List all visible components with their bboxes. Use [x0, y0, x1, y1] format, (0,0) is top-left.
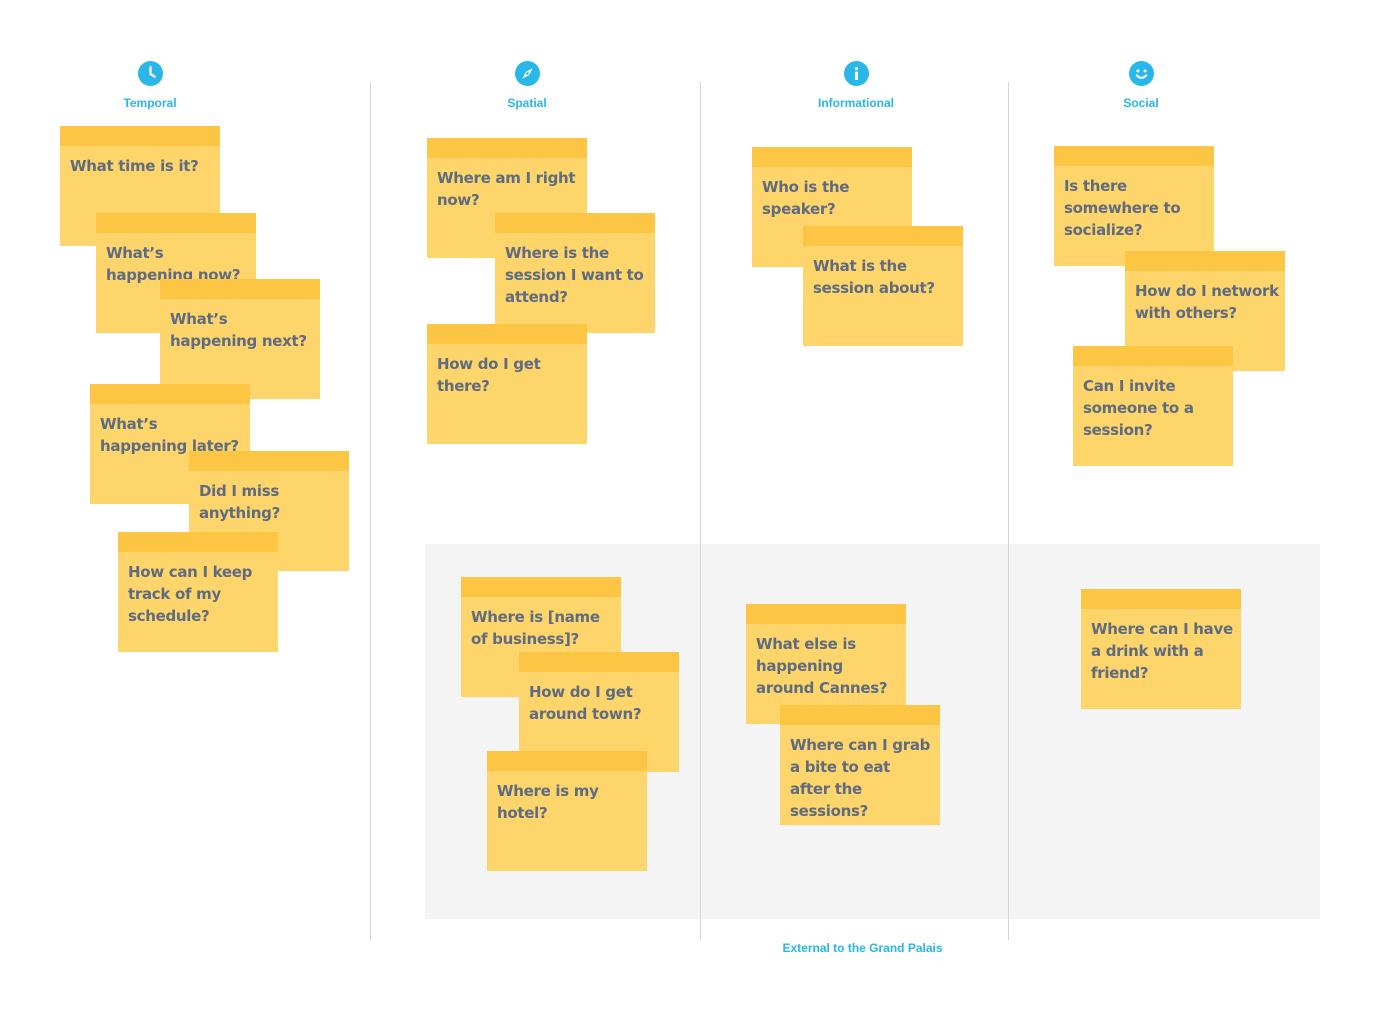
column-divider	[370, 82, 371, 940]
sticky-note[interactable]: Where is the session I want to attend?	[495, 213, 655, 333]
column-header-temporal: Temporal	[80, 61, 220, 110]
sticky-note-text: What’s happening later?	[100, 415, 239, 455]
sticky-note-text: Did I miss anything?	[199, 482, 280, 522]
sticky-note-text: Where is [name of business]?	[471, 608, 600, 648]
sticky-note[interactable]: What else is happening around Cannes?	[746, 604, 906, 724]
info-icon	[843, 61, 869, 86]
sticky-note-text: What time is it?	[70, 157, 199, 175]
sticky-note[interactable]: Where can I grab a bite to eat after the…	[780, 705, 940, 825]
sticky-note[interactable]: What’s happening next?	[160, 279, 320, 399]
sticky-note-text: Can I invite someone to a session?	[1083, 377, 1194, 439]
sticky-note[interactable]: What is the session about?	[803, 226, 963, 346]
sticky-note-text: Where is the session I want to attend?	[505, 244, 644, 306]
sticky-note[interactable]: Where can I have a drink with a friend?	[1081, 589, 1241, 709]
sticky-note-text: Where can I have a drink with a friend?	[1091, 620, 1233, 682]
column-divider	[700, 82, 701, 940]
column-label-temporal: Temporal	[123, 96, 177, 110]
compass-icon	[514, 61, 540, 86]
sticky-note-text: What’s happening next?	[170, 310, 307, 350]
sticky-note-text: Where is my hotel?	[497, 782, 599, 822]
column-label-social: Social	[1123, 96, 1159, 110]
column-label-spatial: Spatial	[507, 96, 547, 110]
sticky-note[interactable]: Is there somewhere to socialize?	[1054, 146, 1214, 266]
sticky-note-text: How do I network with others?	[1135, 282, 1279, 322]
sticky-note-text: Where am I right now?	[437, 169, 576, 209]
sticky-note-text: How do I get there?	[437, 355, 541, 395]
column-divider	[1008, 82, 1009, 940]
sticky-note-text: Who is the speaker?	[762, 178, 850, 218]
external-zone-label: External to the Grand Palais	[782, 941, 943, 955]
sticky-note-text: How can I keep track of my schedule?	[128, 563, 253, 625]
column-header-spatial: Spatial	[457, 61, 597, 110]
sticky-note[interactable]: Where is my hotel?	[487, 751, 647, 871]
column-header-informational: Informational	[786, 61, 926, 110]
sticky-note-text: How do I get around town?	[529, 683, 642, 723]
smiley-icon	[1128, 61, 1154, 86]
column-label-informational: Informational	[817, 96, 894, 110]
sticky-note-text: What else is happening around Cannes?	[756, 635, 888, 697]
sticky-note-text: Is there somewhere to socialize?	[1064, 177, 1181, 239]
sticky-note[interactable]: How do I get there?	[427, 324, 587, 444]
sticky-note-text: Where can I grab a bite to eat after the…	[790, 736, 931, 820]
sticky-note[interactable]: Can I invite someone to a session?	[1073, 346, 1233, 466]
column-header-social: Social	[1071, 61, 1211, 110]
sticky-note[interactable]: How can I keep track of my schedule?	[118, 532, 278, 652]
sticky-note-text: What is the session about?	[813, 257, 935, 297]
clock-icon	[137, 61, 163, 86]
